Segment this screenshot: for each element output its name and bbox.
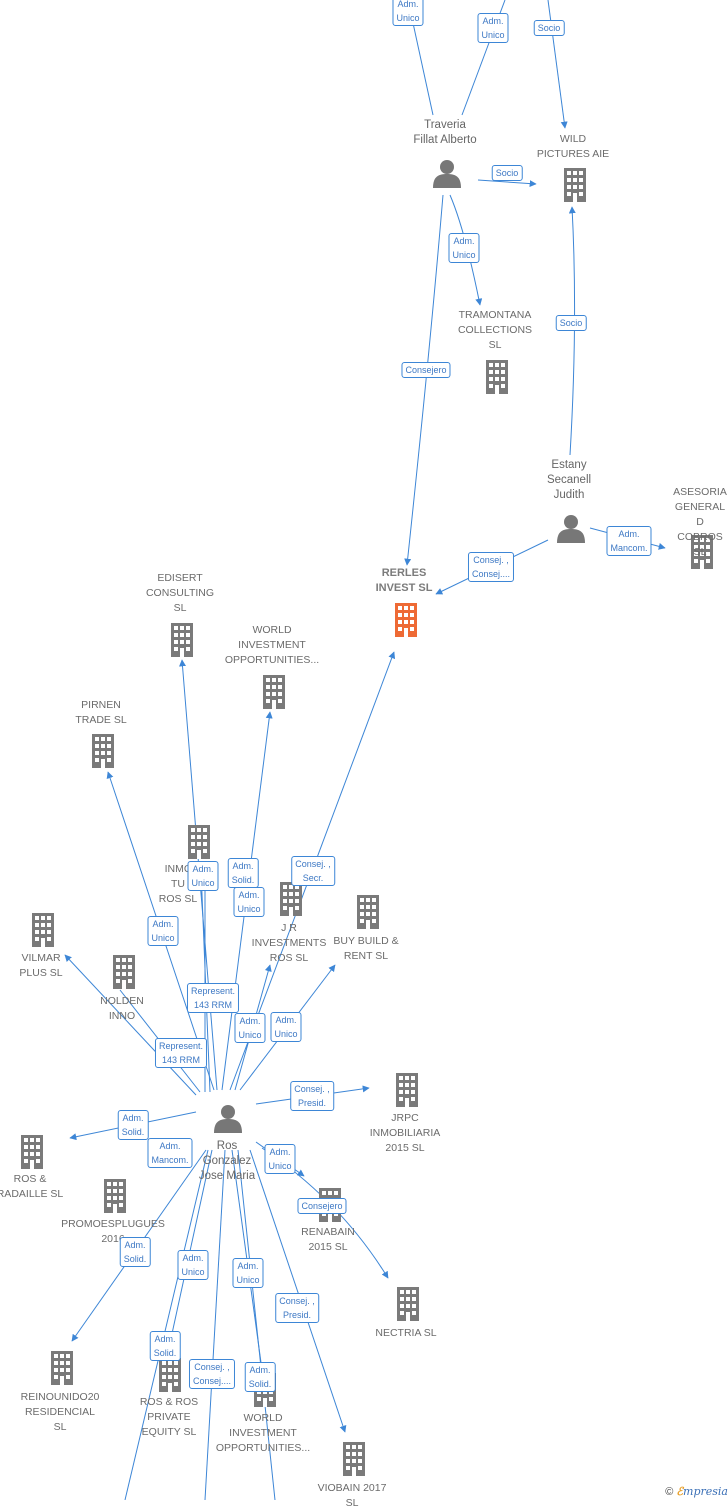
building-icon[interactable] <box>113 955 135 989</box>
edge-label[interactable]: Adm. Solid. <box>244 1362 276 1392</box>
edge-label[interactable]: Adm. Unico <box>177 1250 209 1280</box>
edge-label[interactable]: Socio <box>555 315 587 331</box>
edge-label[interactable]: Adm. Unico <box>232 1258 264 1288</box>
footer-branding: © ℰmpresia <box>665 1485 728 1498</box>
node-label-pirnen[interactable]: PIRNEN TRADE SL <box>75 699 127 726</box>
edge-label[interactable]: Adm. Unico <box>233 887 265 917</box>
edge-label[interactable]: Consej. , Consej.... <box>188 1359 236 1389</box>
node-label-rerles[interactable]: RERLES INVEST SL <box>375 567 433 594</box>
edge-label[interactable]: Consejero <box>401 362 451 378</box>
node-label-nectria[interactable]: NECTRIA SL <box>375 1327 437 1339</box>
edge-line <box>477 179 537 188</box>
edge-label[interactable]: Consej. , Presid. <box>275 1293 319 1323</box>
edge-label[interactable]: Adm. Unico <box>234 1013 266 1043</box>
building-icon[interactable] <box>564 168 586 202</box>
node-label-inmo[interactable]: INMC TU ROS SL <box>158 863 198 905</box>
edge-label[interactable]: Adm. Unico <box>147 916 179 946</box>
edge-label[interactable]: Socio <box>533 20 565 36</box>
edge-label[interactable]: Adm. Unico <box>392 0 424 26</box>
building-icon[interactable] <box>357 895 379 929</box>
building-icon[interactable] <box>397 1287 419 1321</box>
edge-label[interactable]: Adm. Solid. <box>117 1110 149 1140</box>
person-icon[interactable] <box>557 515 585 543</box>
building-icon[interactable] <box>343 1442 365 1476</box>
edge-label[interactable]: Adm. Mancom. <box>606 526 652 556</box>
edge-label[interactable]: Represent. 143 RRM <box>186 983 240 1013</box>
building-icon[interactable] <box>21 1135 43 1169</box>
node-label-rosradaille[interactable]: ROS & RADAILLE SL <box>0 1173 64 1200</box>
node-label-nolden[interactable]: NOLDEN INNO <box>100 995 144 1022</box>
node-label-promoesplugues[interactable]: PROMOESPLUGUES 2016 <box>61 1218 165 1245</box>
node-label-tramontana[interactable]: TRAMONTANA COLLECTIONS SL <box>457 309 533 351</box>
node-label-wio1[interactable]: WORLD INVESTMENT OPPORTUNITIES... <box>224 624 320 666</box>
person-icon[interactable] <box>214 1105 242 1133</box>
node-label-wio2[interactable]: WORLD INVESTMENT OPPORTUNITIES... <box>215 1412 311 1454</box>
node-label-jrpc[interactable]: JRPC INMOBILIARIA 2015 SL <box>369 1112 441 1154</box>
person-icon[interactable] <box>433 160 461 188</box>
edge-label[interactable]: Consejero <box>297 1198 347 1214</box>
building-icon[interactable] <box>92 734 114 768</box>
node-label-jr[interactable]: J R INVESTMENTS ROS SL <box>251 922 327 964</box>
node-label-wild[interactable]: WILD PICTURES AIE <box>536 133 610 160</box>
building-icon[interactable] <box>188 825 210 859</box>
edge-line <box>237 1149 276 1500</box>
building-icon[interactable] <box>486 360 508 394</box>
edge-line <box>404 194 444 566</box>
node-icons <box>21 160 713 1476</box>
edge-label[interactable]: Adm. Solid. <box>227 858 259 888</box>
building-icon[interactable] <box>280 882 302 916</box>
edge-label[interactable]: Consej. , Presid. <box>290 1081 334 1111</box>
node-label-renabain[interactable]: RENABAIN 2015 SL <box>301 1226 355 1253</box>
node-label-edisert[interactable]: EDISERT CONSULTING SL <box>145 572 215 614</box>
building-icon[interactable] <box>32 913 54 947</box>
node-label-buybuild[interactable]: BUY BUILD & RENT SL <box>333 935 399 962</box>
brand-logo[interactable]: ℰmpresia <box>676 1485 728 1498</box>
building-icon[interactable] <box>104 1179 126 1213</box>
node-label-viobain[interactable]: VIOBAIN 2017 SL <box>317 1482 387 1509</box>
edge-label[interactable]: Adm. Unico <box>270 1012 302 1042</box>
node-label-asesoria[interactable]: ASESORIA GENERAL D COBROS SL <box>673 486 727 558</box>
node-label-rosros[interactable]: ROS & ROS PRIVATE EQUITY SL <box>139 1396 199 1438</box>
copyright-symbol: © <box>665 1486 674 1498</box>
edge-line <box>249 1149 347 1433</box>
node-label-estany[interactable]: Estany Secanell Judith <box>546 459 592 501</box>
edge-label[interactable]: Adm. Solid. <box>119 1237 151 1267</box>
node-label-ros[interactable]: Ros Gonzalez Jose Maria <box>198 1140 256 1182</box>
edge-label[interactable]: Adm. Solid. <box>149 1331 181 1361</box>
node-label-vilmar[interactable]: VILMAR PLUS SL <box>19 952 63 979</box>
edge-label[interactable]: Adm. Unico <box>448 233 480 263</box>
edge-label[interactable]: Adm. Unico <box>187 861 219 891</box>
edge-line <box>64 954 197 1096</box>
edge-lines <box>64 0 666 1500</box>
edge-label[interactable]: Adm. Unico <box>477 13 509 43</box>
building-icon[interactable] <box>159 1358 181 1392</box>
edge-label[interactable]: Represent. 143 RRM <box>154 1038 208 1068</box>
edge-label[interactable]: Consej. , Secr. <box>291 856 335 886</box>
node-label-traveria[interactable]: Traveria Fillat Alberto <box>413 119 477 146</box>
edge-line <box>204 1149 226 1500</box>
edge-label[interactable]: Adm. Unico <box>264 1144 296 1174</box>
edge-label[interactable]: Adm. Mancom. <box>147 1138 193 1168</box>
focus-building-icon[interactable] <box>395 603 417 637</box>
edge-label[interactable]: Consej. , Consej.... <box>467 552 515 582</box>
edge-line <box>568 206 576 456</box>
edge-label[interactable]: Socio <box>491 165 523 181</box>
building-icon[interactable] <box>51 1351 73 1385</box>
building-icon[interactable] <box>396 1073 418 1107</box>
building-icon[interactable] <box>263 675 285 709</box>
building-icon[interactable] <box>171 623 193 657</box>
edge-line <box>124 1149 209 1500</box>
node-label-reinounido[interactable]: REINOUNIDO20 RESIDENCIAL SL <box>20 1391 100 1433</box>
